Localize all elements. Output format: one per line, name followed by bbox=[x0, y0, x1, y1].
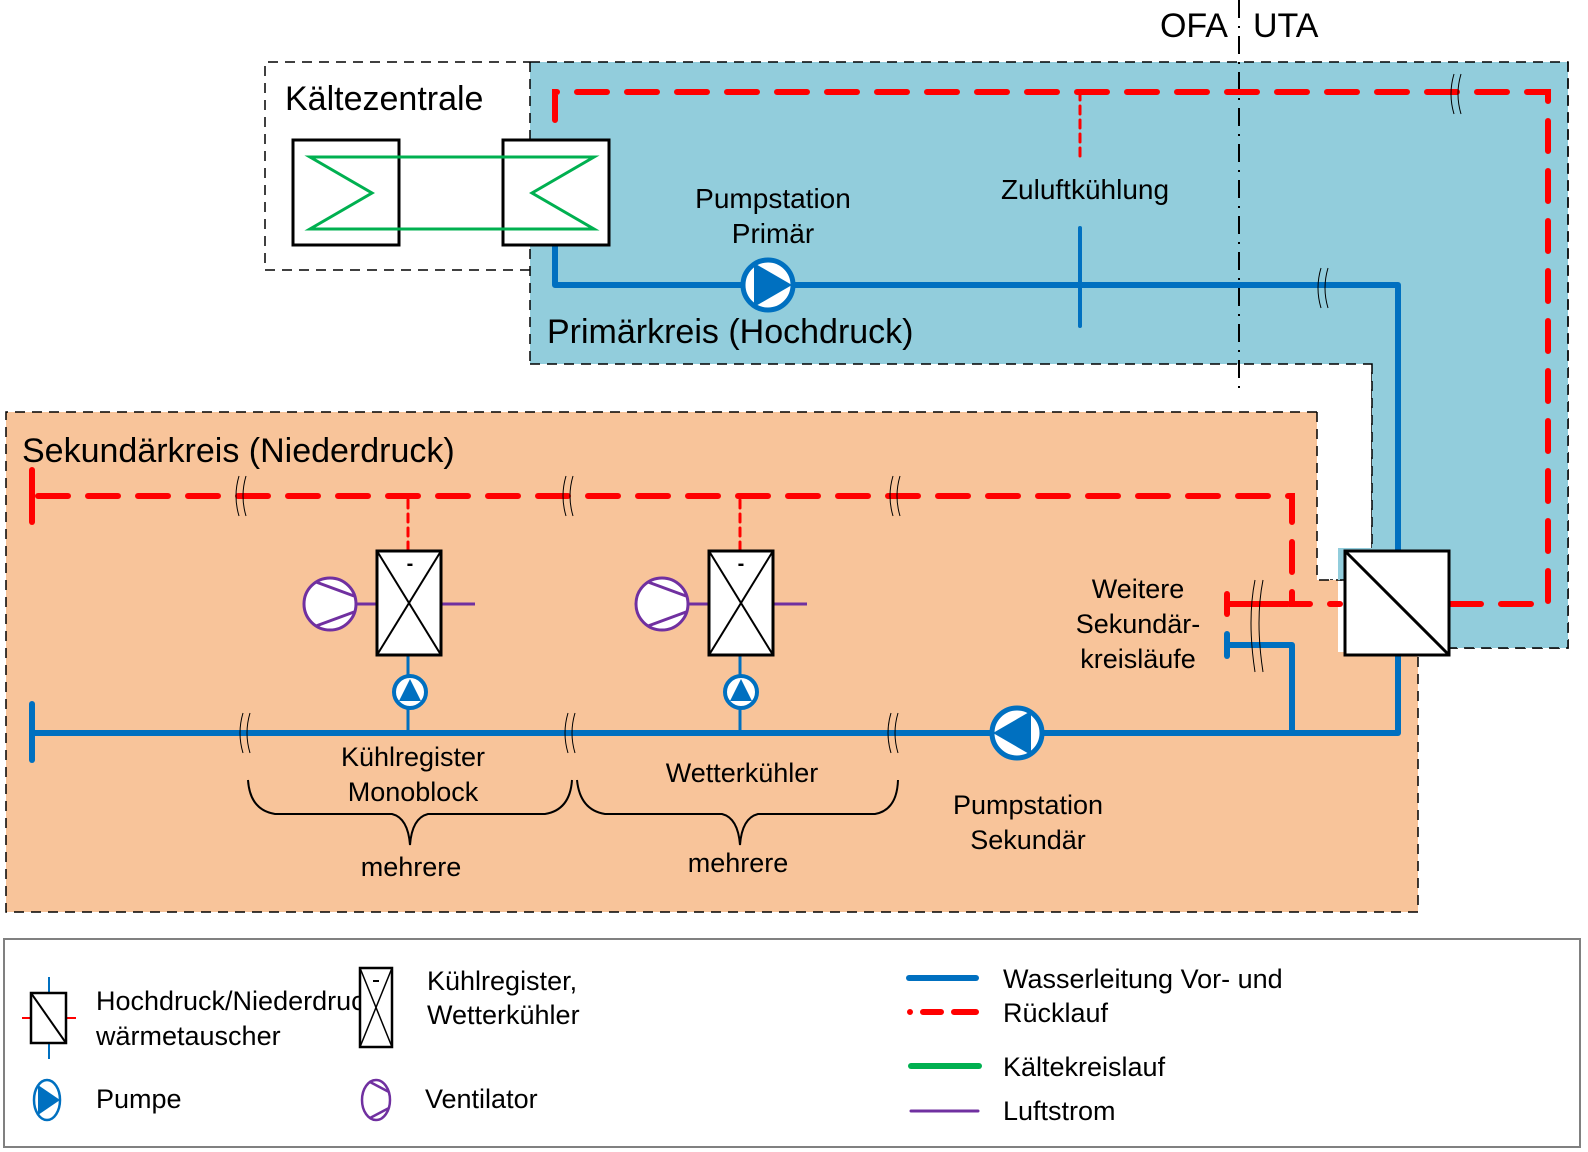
break-mark-icon bbox=[564, 712, 576, 754]
break-mark-icon bbox=[562, 475, 574, 517]
primary-supply-path bbox=[552, 242, 1401, 555]
kaeltezentrale-title: Kältezentrale bbox=[285, 80, 483, 118]
legend-airflow-label: Luftstrom bbox=[1003, 1096, 1116, 1126]
primary-supply-line bbox=[552, 226, 1401, 555]
break-mark-icon bbox=[239, 712, 251, 754]
cooling-coil-icon: - bbox=[375, 549, 443, 657]
group1-label-2: Monoblock bbox=[348, 777, 479, 807]
pump-icon bbox=[723, 674, 759, 710]
secondary-pump-label-2: Sekundär bbox=[970, 825, 1086, 855]
primary-pump-label-1: Pumpstation bbox=[695, 183, 851, 214]
cooling-coil-icon: - bbox=[707, 549, 775, 657]
legend-box bbox=[3, 938, 1581, 1148]
pump-icon bbox=[392, 674, 428, 710]
primary-pump bbox=[740, 257, 796, 313]
break-mark-icon bbox=[1450, 73, 1462, 115]
legend-fan-icon bbox=[360, 1078, 392, 1122]
heat-exchanger-diagonal bbox=[1343, 549, 1451, 657]
ofa-uta-divider: OFA UTA bbox=[1160, 0, 1319, 395]
legend: Hochdruck/Niederdruck- wärmetauscher Küh… bbox=[3, 938, 1581, 1148]
brace-wetterkuehler bbox=[576, 779, 899, 846]
legend-cooler-label-2: Wetterkühler bbox=[427, 1000, 580, 1030]
legend-heat-exchanger-icon bbox=[22, 977, 76, 1059]
legend-water-label-2: Rücklauf bbox=[1003, 998, 1109, 1028]
cooling-unit-wetterkuehler: - bbox=[634, 549, 807, 710]
group1-label-1: Kühlregister bbox=[341, 742, 485, 772]
secondary-circuit-zone bbox=[5, 411, 1419, 913]
break-mark-icon bbox=[887, 712, 899, 754]
group2-label: Wetterkühler bbox=[666, 758, 819, 788]
legend-refrigerant-label: Kältekreislauf bbox=[1003, 1052, 1166, 1082]
break-mark-icon bbox=[1250, 579, 1264, 673]
secondary-circuit-title: Sekundärkreis (Niederdruck) bbox=[22, 432, 455, 470]
primary-circuit-title: Primärkreis (Hochdruck) bbox=[547, 313, 914, 351]
primary-zone-right-border bbox=[1438, 62, 1569, 649]
primary-return-path bbox=[552, 89, 1551, 607]
weitere-label-1: Weitere bbox=[1092, 574, 1185, 604]
legend-fan-label: Ventilator bbox=[425, 1084, 538, 1114]
fan-icon bbox=[634, 576, 690, 632]
cooling-unit-monoblock: - bbox=[302, 549, 475, 710]
legend-cooler-label-1: Kühlregister, bbox=[427, 966, 577, 996]
refrigeration-unit: Kältezentrale bbox=[285, 80, 611, 247]
break-mark-icon bbox=[235, 475, 247, 517]
break-marks-secondary bbox=[235, 475, 1264, 754]
legend-pump-icon bbox=[32, 1078, 62, 1122]
primary-zone-fill bbox=[530, 62, 1568, 648]
legend-water-label-1: Wasserleitung Vor- und bbox=[1003, 964, 1283, 994]
brace-monoblock bbox=[247, 779, 573, 846]
zone-label-uta: UTA bbox=[1253, 7, 1319, 45]
pump-arrow-icon bbox=[754, 263, 792, 307]
legend-cooling-coil-icon bbox=[358, 966, 394, 1049]
weitere-label-2: Sekundär- bbox=[1076, 609, 1201, 639]
secondary-zone-border bbox=[5, 411, 1419, 913]
secondary-return-path bbox=[35, 493, 1343, 607]
zuluft-label: Zuluftkühlung bbox=[1001, 174, 1169, 205]
group1-count: mehrere bbox=[361, 852, 462, 882]
refrigerant-loop-line bbox=[304, 155, 600, 231]
secondary-pump-label-1: Pumpstation bbox=[953, 790, 1103, 820]
zone-label-ofa: OFA bbox=[1160, 7, 1228, 45]
pump-arrow-icon bbox=[993, 711, 1031, 755]
legend-hx-label-2: wärmetauscher bbox=[95, 1021, 281, 1051]
secondary-supply-path bbox=[29, 649, 1401, 736]
primary-return-line bbox=[552, 89, 1551, 607]
primary-pump-label-2: Primär bbox=[732, 218, 814, 249]
break-marks-primary bbox=[1317, 73, 1462, 309]
weitere-label-3: kreisläufe bbox=[1080, 644, 1196, 674]
break-mark-icon bbox=[1317, 267, 1329, 309]
legend-pump-label: Pumpe bbox=[96, 1084, 182, 1114]
cooler-mark: - bbox=[738, 553, 745, 575]
secondary-return-line bbox=[29, 467, 1343, 617]
secondary-zone-fill bbox=[6, 412, 1418, 912]
secondary-zone-notch-border bbox=[1316, 412, 1338, 581]
primary-zone-leg-border bbox=[1330, 364, 1373, 581]
secondary-pump bbox=[989, 705, 1045, 761]
group2-count: mehrere bbox=[688, 848, 789, 878]
fan-icon bbox=[302, 576, 358, 632]
legend-hx-label-1: Hochdruck/Niederdruck- bbox=[96, 986, 387, 1016]
weitere-supply-stub bbox=[1224, 642, 1295, 736]
group-braces bbox=[247, 779, 899, 846]
main-heat-exchanger bbox=[1343, 549, 1451, 657]
cooler-mark: - bbox=[407, 553, 414, 575]
break-mark-icon bbox=[889, 475, 901, 517]
